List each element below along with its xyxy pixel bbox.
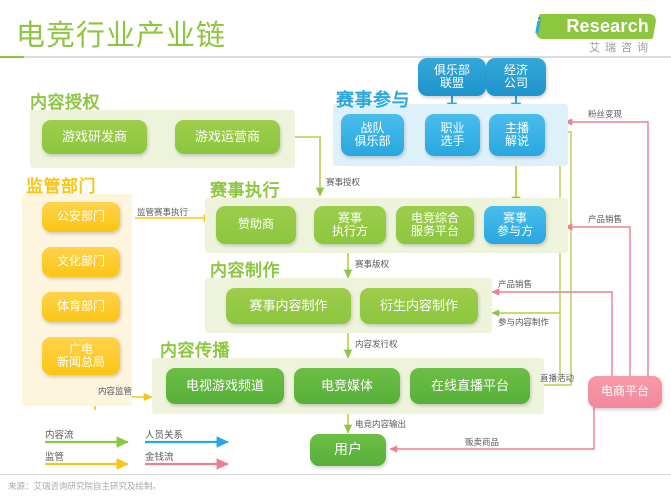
node-label-line2: 公司 bbox=[503, 76, 528, 90]
node-ecommerce-platform[interactable]: 电商平台 bbox=[588, 376, 662, 408]
node-label: 文化部门 bbox=[56, 254, 105, 269]
node-label: 体育部门 bbox=[56, 299, 105, 314]
node-label: 赞助商 bbox=[237, 217, 274, 232]
panel-title-event-execution: 赛事执行 bbox=[210, 181, 280, 200]
edge-label-event-license: 赛事授权 bbox=[326, 177, 361, 187]
footer-divider bbox=[0, 474, 671, 475]
logo-i-letter: i bbox=[534, 13, 541, 38]
node-service-platform[interactable]: 电竞综合 服务平台 bbox=[396, 206, 474, 244]
node-label-line2: 参与方 bbox=[496, 224, 533, 238]
edge-label-content-regulation: 内容监管 bbox=[98, 386, 133, 396]
edge-label-esports-content-output: 电竞内容输出 bbox=[355, 419, 407, 429]
edge-label-product-sales-top: 产品销售 bbox=[588, 214, 623, 224]
node-culture-dept[interactable]: 文化部门 bbox=[42, 247, 120, 277]
edge-label-fan-monetization: 粉丝变现 bbox=[588, 109, 623, 119]
node-label-line2: 解说 bbox=[504, 134, 529, 148]
legend-item-people-relation: 人员关系 bbox=[145, 430, 184, 441]
node-label-line2: 选手 bbox=[440, 134, 465, 148]
node-event-party[interactable]: 赛事 参与方 bbox=[484, 206, 546, 244]
header-divider bbox=[0, 56, 671, 58]
node-label: 衍生内容制作 bbox=[379, 297, 458, 313]
node-label: 游戏运营商 bbox=[194, 128, 260, 144]
node-label-line1: 电竞综合 bbox=[410, 210, 459, 225]
page-title: 电竞行业产业链 bbox=[16, 20, 227, 52]
edge-label-sell-goods: 贩卖商品 bbox=[465, 437, 500, 447]
legend-item-regulation: 监管 bbox=[45, 452, 65, 463]
node-label-line2: 执行方 bbox=[331, 224, 368, 238]
node-game-operator[interactable]: 游戏运营商 bbox=[175, 120, 280, 154]
node-label: 公安部门 bbox=[56, 209, 105, 224]
node-derivative-content-production[interactable]: 衍生内容制作 bbox=[360, 288, 478, 324]
legend-item-money-flow: 金钱流 bbox=[145, 452, 174, 463]
node-public-security[interactable]: 公安部门 bbox=[42, 202, 120, 232]
node-label-line1: 主播 bbox=[504, 120, 529, 135]
node-label: 在线直播平台 bbox=[430, 377, 509, 393]
node-label: 电视游戏频道 bbox=[185, 377, 264, 393]
edge-label-product-sales-mid: 产品销售 bbox=[498, 279, 533, 289]
node-club-alliance[interactable]: 俱乐部 联盟 bbox=[418, 58, 486, 96]
node-label: 电竞媒体 bbox=[320, 377, 373, 393]
panel-title-content-production: 内容制作 bbox=[210, 261, 280, 280]
panel-title-event-participation: 赛事参与 bbox=[336, 90, 410, 110]
panel-title-content-licensing: 内容授权 bbox=[30, 93, 100, 112]
node-label: 电商平台 bbox=[600, 384, 649, 399]
node-label-line1: 赛事 bbox=[337, 210, 362, 225]
node-game-developer[interactable]: 游戏研发商 bbox=[42, 120, 147, 154]
node-agency-company[interactable]: 经济 公司 bbox=[486, 58, 546, 96]
logo-chinese-name: 艾瑞咨询 bbox=[589, 42, 653, 54]
edge-label-content-distribution-right: 内容发行权 bbox=[355, 339, 398, 349]
node-label-line1: 职业 bbox=[440, 120, 465, 135]
edge-label-event-copyright: 赛事版权 bbox=[355, 259, 390, 269]
node-user[interactable]: 用户 bbox=[310, 434, 386, 466]
node-label-line1: 赛事 bbox=[502, 210, 527, 225]
node-esports-media[interactable]: 电竞媒体 bbox=[294, 368, 400, 404]
node-label: 赛事内容制作 bbox=[249, 297, 328, 313]
node-label: 用户 bbox=[334, 441, 362, 458]
node-label-line1: 战队 bbox=[360, 120, 385, 135]
node-label-line2: 俱乐部 bbox=[354, 134, 391, 148]
node-label-line2: 新闻总局 bbox=[56, 355, 105, 369]
node-label-line2: 联盟 bbox=[439, 76, 464, 90]
node-event-organizer[interactable]: 赛事 执行方 bbox=[314, 206, 386, 244]
node-caster[interactable]: 主播 解说 bbox=[489, 114, 545, 156]
node-label-line1: 经济 bbox=[503, 62, 528, 77]
panel-title-content-distribution: 内容传播 bbox=[160, 341, 230, 360]
node-sports-dept[interactable]: 体育部门 bbox=[42, 292, 120, 322]
node-team-club[interactable]: 战队 俱乐部 bbox=[341, 114, 404, 156]
edge-label-join-content-production: 参与内容制作 bbox=[498, 317, 550, 327]
logo-wordmark: Research bbox=[566, 16, 649, 36]
node-tv-game-channel[interactable]: 电视游戏频道 bbox=[166, 368, 284, 404]
node-label-line1: 广电 bbox=[68, 341, 93, 356]
edge-label-regulate-event-exec: 监管赛事执行 bbox=[137, 207, 189, 217]
node-event-content-production[interactable]: 赛事内容制作 bbox=[226, 288, 351, 324]
header-divider-accent bbox=[0, 56, 24, 58]
node-sarft[interactable]: 广电 新闻总局 bbox=[42, 337, 120, 375]
node-pro-player[interactable]: 职业 选手 bbox=[425, 114, 480, 156]
node-label: 游戏研发商 bbox=[61, 128, 127, 144]
legend-item-content-flow: 内容流 bbox=[45, 430, 74, 441]
node-sponsor[interactable]: 赞助商 bbox=[216, 206, 296, 244]
node-label-line2: 服务平台 bbox=[410, 224, 459, 238]
edge-label-live-event: 直播活动 bbox=[540, 373, 575, 383]
source-note: 来源：艾瑞咨询研究院自主研究及绘制。 bbox=[8, 481, 162, 491]
iresearch-logo: i Research 艾瑞咨询 bbox=[483, 8, 663, 54]
panel-title-regulators: 监管部门 bbox=[26, 177, 96, 196]
node-label-line1: 俱乐部 bbox=[433, 62, 470, 77]
node-live-platform[interactable]: 在线直播平台 bbox=[410, 368, 530, 404]
